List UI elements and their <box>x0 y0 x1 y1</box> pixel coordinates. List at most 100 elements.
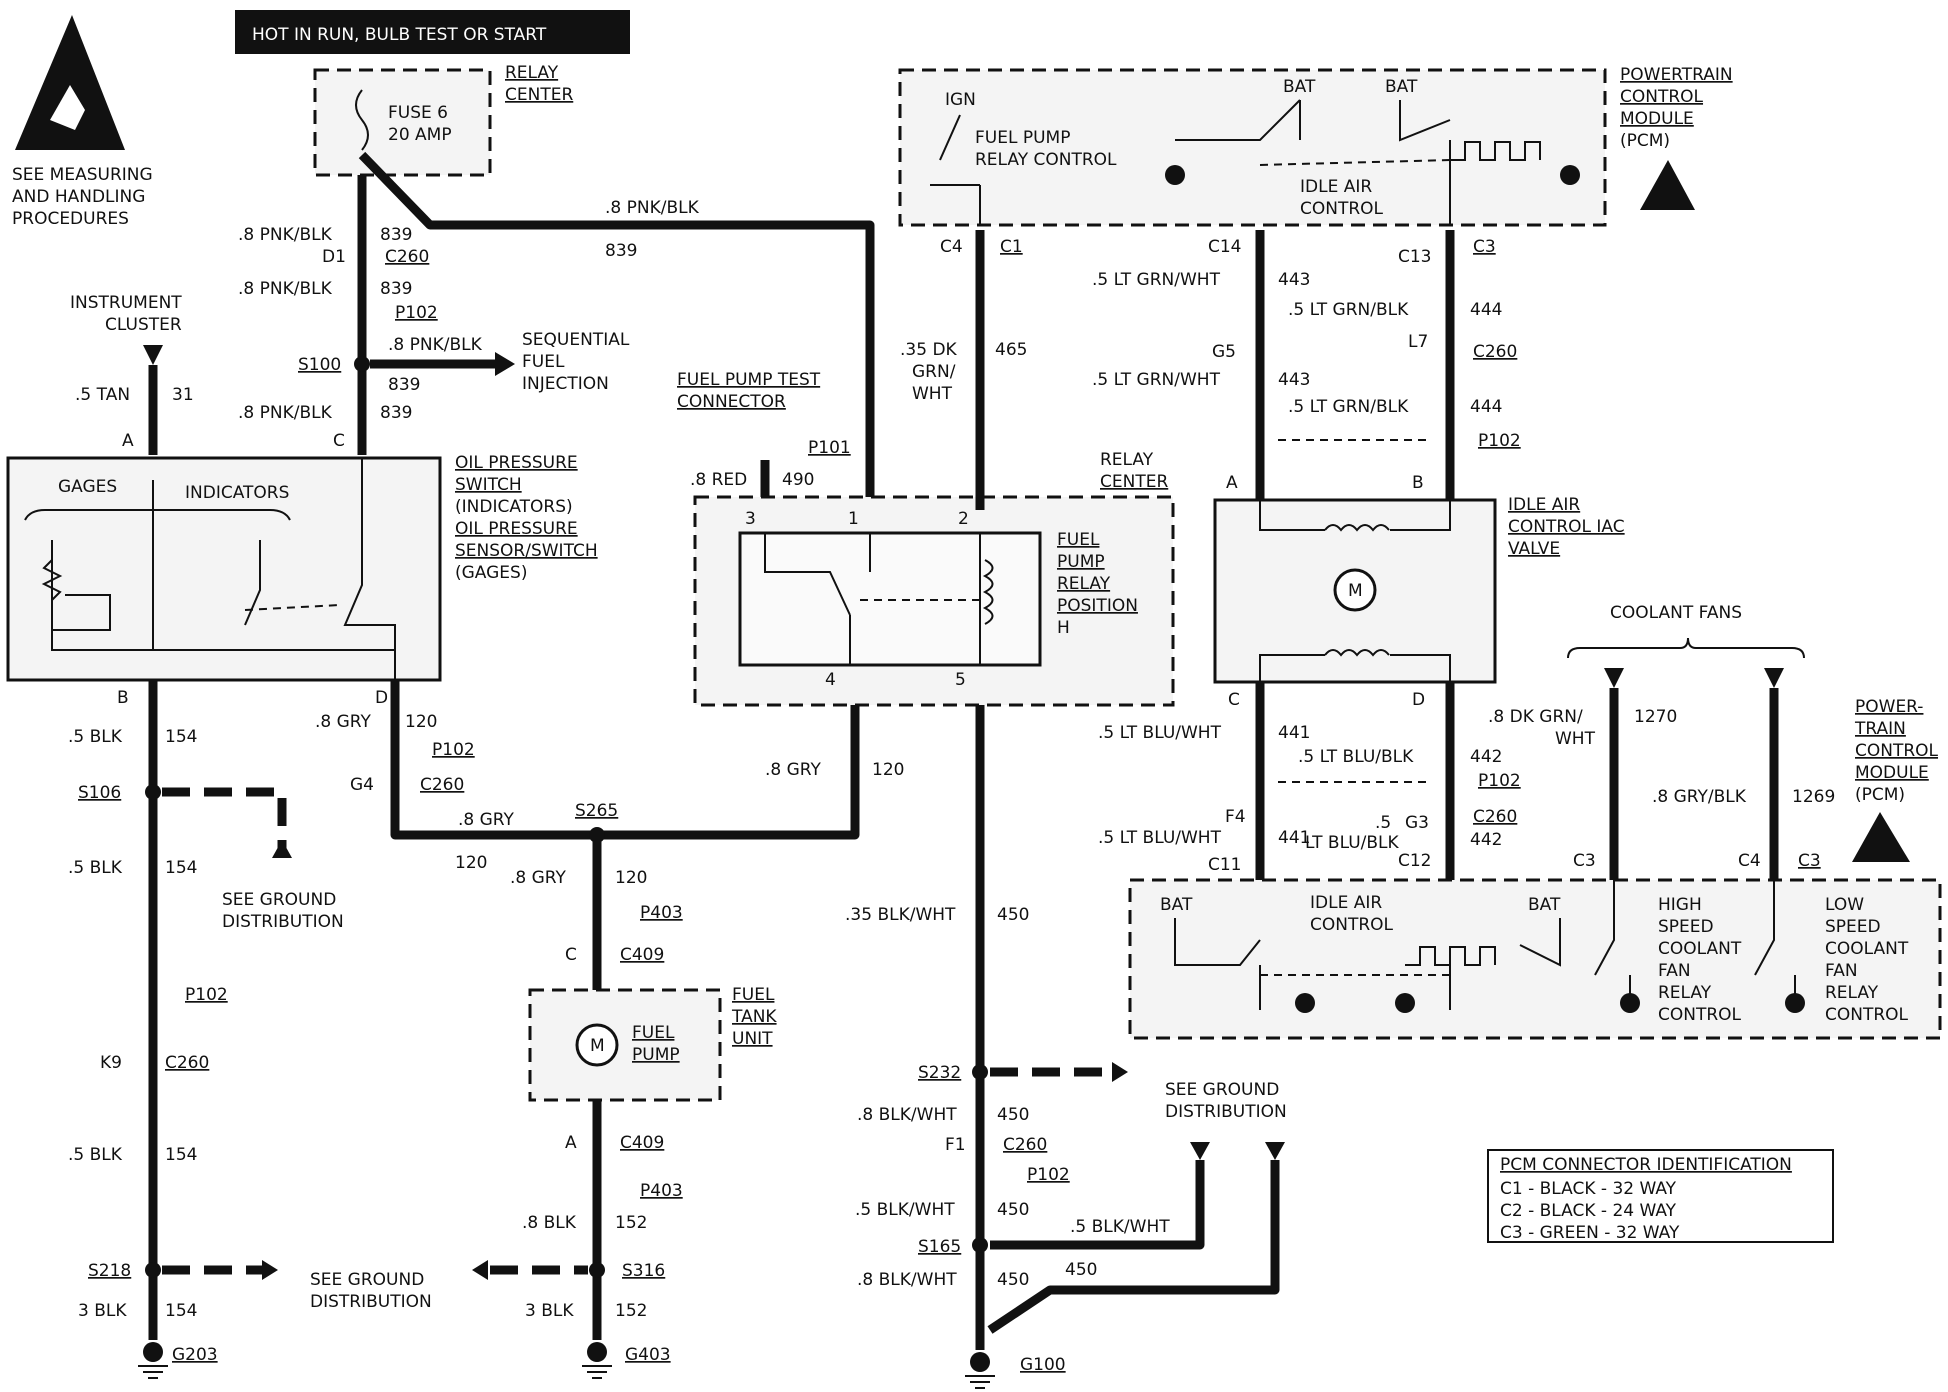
pcm-id-row1: C1 - BLACK - 32 WAY <box>1500 1179 1677 1199</box>
ground-arrow-s218 <box>262 1260 278 1280</box>
pcm-top-ground-left-icon <box>1165 165 1185 185</box>
pcm-low-6: CONTROL <box>1825 1005 1909 1025</box>
pcm-iac-label2: CONTROL <box>1300 199 1384 219</box>
pcm-right-esd-icon <box>1852 812 1910 862</box>
label-blkwht1: .35 BLK/WHT <box>845 905 956 925</box>
label-c409b: C409 <box>620 1133 664 1153</box>
label-p102d: P102 <box>1027 1165 1070 1185</box>
pcm-high-5: RELAY <box>1658 983 1712 1003</box>
label-blkwht5: .8 BLK/WHT <box>857 1270 957 1290</box>
iac-label2: CONTROL IAC <box>1508 517 1625 537</box>
ground-arrow-s165 <box>1190 1142 1210 1160</box>
label-pin3: 3 <box>745 509 756 529</box>
label-c409a: C409 <box>620 945 664 965</box>
pcm-top-dash <box>1259 159 1451 166</box>
pcm-iac-label1: IDLE AIR <box>1300 177 1372 197</box>
ground-arrow-s316 <box>472 1260 488 1280</box>
banner-box <box>235 10 630 54</box>
label-1269: 1269 <box>1792 787 1835 807</box>
label-c13: C13 <box>1398 247 1432 267</box>
pcm-bot-fan-switches <box>1594 880 1796 995</box>
indicators-label: INDICATORS <box>185 483 289 503</box>
label-s265: S265 <box>575 801 618 821</box>
fuse-icon <box>355 89 369 151</box>
label-c3c: C3 <box>1798 851 1821 871</box>
pcm-low-3: COOLANT <box>1825 939 1909 959</box>
pcm-top-iac-lines <box>1175 99 1451 225</box>
label-c260f: C260 <box>1473 807 1517 827</box>
label-blk154c: .5 BLK <box>68 1145 123 1165</box>
label-ltblublk2a: .5 <box>1375 813 1391 833</box>
see-ground-2a: SEE GROUND <box>310 1270 424 1290</box>
label-ltgrnwht2: .5 LT GRN/WHT <box>1092 370 1221 390</box>
label-pnk2: .8 PNK/BLK <box>238 279 333 299</box>
label-c11: C11 <box>1208 855 1242 875</box>
label-450a: 450 <box>997 905 1029 925</box>
pcm-low-4: FAN <box>1825 961 1858 981</box>
fp-test-label2: CONNECTOR <box>677 392 786 412</box>
label-g3: G3 <box>1405 813 1429 833</box>
ground-run-s106 <box>162 787 287 850</box>
label-450c: 450 <box>997 1200 1029 1220</box>
pcm-top-label3: MODULE <box>1620 109 1694 129</box>
relay-internal-lines <box>764 533 981 665</box>
label-490: 490 <box>782 470 814 490</box>
pcm-top-bat1: BAT <box>1283 77 1316 97</box>
pcm-top-switch <box>930 114 981 225</box>
label-s232: S232 <box>918 1063 961 1083</box>
pcm-bottom-box <box>1128 878 1942 1040</box>
iac-label1: IDLE AIR <box>1508 495 1580 515</box>
pcm-low-5: RELAY <box>1825 983 1879 1003</box>
label-p101: P101 <box>808 438 851 458</box>
label-441a: 441 <box>1278 723 1310 743</box>
label-c260d: C260 <box>1003 1135 1047 1155</box>
resistor-icon <box>41 559 63 601</box>
label-c12: C12 <box>1398 851 1432 871</box>
label-dkgrnwht1: .8 DK GRN/ <box>1488 707 1583 727</box>
splice-s106 <box>145 784 161 800</box>
pcm-top-bat2: BAT <box>1385 77 1418 97</box>
pcm-high-4: FAN <box>1658 961 1691 981</box>
pcm-top-ground-right-icon <box>1560 165 1580 185</box>
label-blk154b: .5 BLK <box>68 858 123 878</box>
label-gry3: .8 GRY <box>765 760 822 780</box>
label-pinC: C <box>333 431 345 451</box>
fuel-tank-label2: TANK <box>731 1007 777 1027</box>
see-ground-1a: SEE GROUND <box>222 890 336 910</box>
pcm-right-label1: POWER- <box>1855 697 1923 717</box>
pcm-top-label2: CONTROL <box>1620 87 1704 107</box>
fp-relay-label4: POSITION <box>1057 596 1138 616</box>
label-gryblk: .8 GRY/BLK <box>1652 787 1747 807</box>
label-839a: 839 <box>380 225 412 245</box>
label-1270: 1270 <box>1634 707 1677 727</box>
label-154d: 154 <box>165 1301 197 1321</box>
splice-s218 <box>145 1262 161 1278</box>
label-k9: K9 <box>100 1053 122 1073</box>
label-ltblublk1: .5 LT BLU/BLK <box>1298 747 1414 767</box>
wire-s165-ground <box>990 1160 1205 1250</box>
pcm-bot-iac1: IDLE AIR <box>1310 893 1382 913</box>
label-839b: 839 <box>380 279 412 299</box>
pcm-bot-iac2: CONTROL <box>1310 915 1394 935</box>
label-s106: S106 <box>78 783 121 803</box>
label-blk154a: .5 BLK <box>68 727 123 747</box>
splice-s165 <box>972 1237 988 1253</box>
label-443a: 443 <box>1278 270 1310 290</box>
sfi-label2: FUEL <box>522 352 565 372</box>
relay-center-top-label2: CENTER <box>505 85 573 105</box>
gage-ground-line <box>51 630 395 651</box>
sfi-label1: SEQUENTIAL <box>522 330 630 350</box>
esd-note-line3: PROCEDURES <box>12 209 129 229</box>
gages-bracket <box>24 509 291 521</box>
pcm-id-table <box>1487 1149 1834 1243</box>
label-blkwht2: .8 BLK/WHT <box>857 1105 957 1125</box>
see-ground-2b: DISTRIBUTION <box>310 1292 432 1312</box>
instrument-cluster-label1: INSTRUMENT <box>70 293 182 313</box>
arrow-fan-low <box>1764 668 1784 688</box>
fuel-pump-motor-icon <box>575 1023 619 1067</box>
relay-mid-label1: RELAY <box>1100 450 1154 470</box>
label-c1: C1 <box>1000 237 1023 257</box>
splice-s316 <box>589 1262 605 1278</box>
pcm-right-label3: CONTROL <box>1855 741 1939 761</box>
iac-motor-icon <box>1333 568 1377 612</box>
